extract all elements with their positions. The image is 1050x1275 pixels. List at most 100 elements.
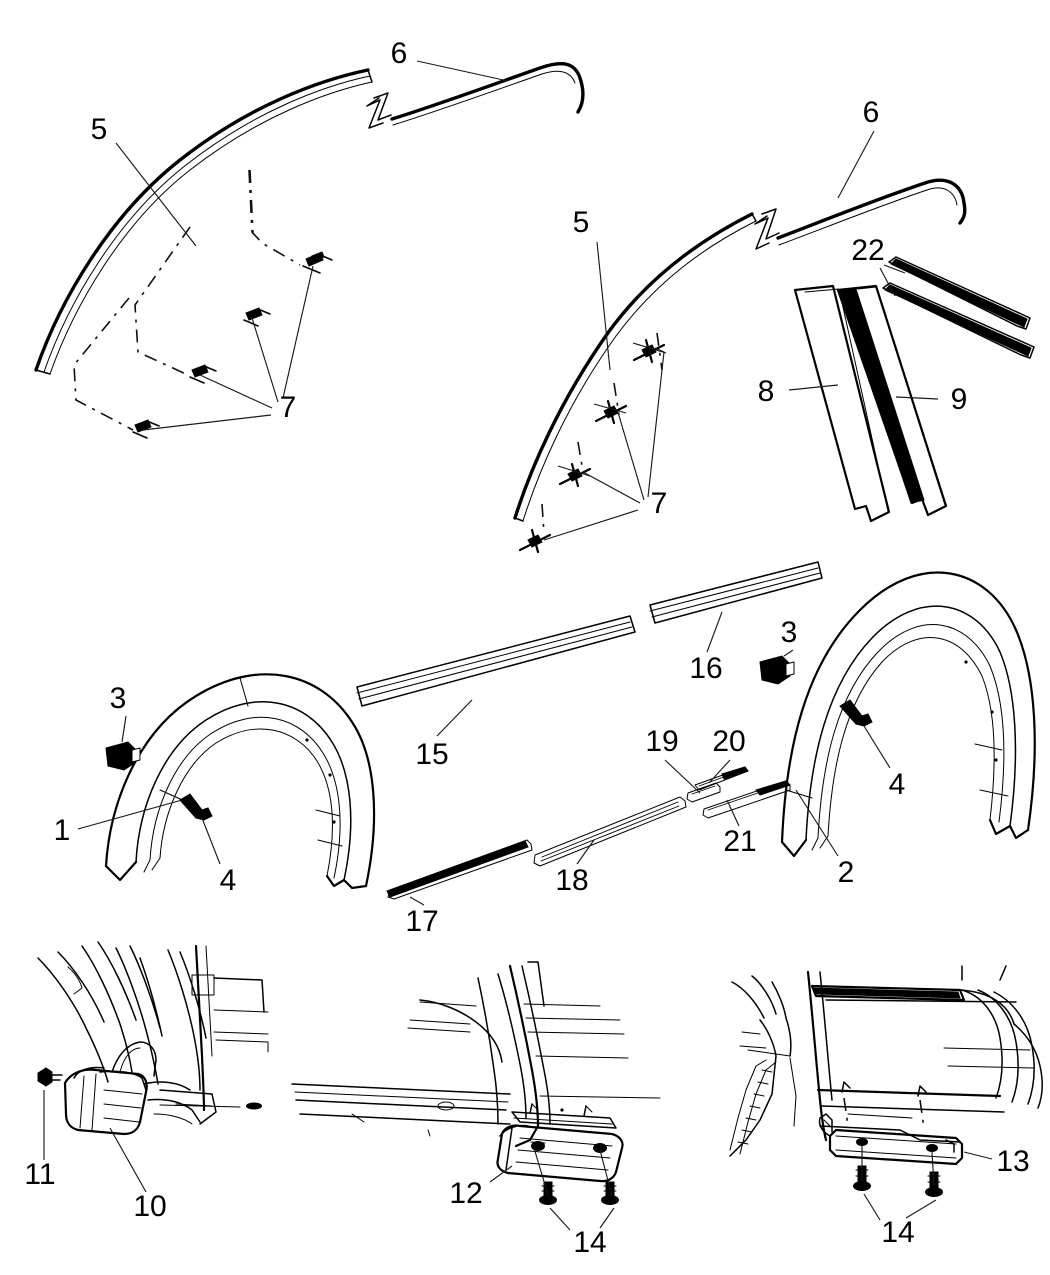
leader-4-rear [863, 725, 891, 769]
roof-molding-end-cap-front [366, 61, 585, 129]
leader-22-b [879, 267, 896, 297]
leader-6-front [416, 60, 509, 82]
leader-10 [109, 1127, 147, 1193]
leader-4-front [201, 817, 221, 865]
callout-18: 18 [555, 864, 588, 897]
leader-14-front-join-a [549, 1207, 571, 1231]
callout-22: 22 [851, 234, 884, 267]
leader-14-front-a [533, 1147, 549, 1196]
callout-6-front: 6 [391, 37, 408, 70]
callout-5-front: 5 [91, 113, 108, 146]
roof-drip-molding-rear [513, 212, 757, 522]
roof-clip-icon [132, 419, 160, 439]
rear-wheel-opening-flare [780, 571, 1036, 858]
callout-17: 17 [405, 905, 438, 938]
body-context-rear [729, 965, 1043, 1157]
rear-flare-assembly [759, 571, 1036, 858]
leader-13 [963, 1151, 993, 1160]
leader-8 [788, 384, 839, 391]
roof-molding-clip-group-front [73, 169, 333, 439]
front-splash-shield-assembly [37, 941, 269, 1193]
leader-14-rear-b [931, 1151, 935, 1187]
leader-5-rear [596, 241, 611, 371]
callout-labels: 1 2 3 3 4 4 5 5 6 6 7 7 8 9 10 11 12 13 … [24, 37, 1029, 1259]
rail-channel-upper [888, 256, 1031, 330]
sill-screw-front-a [539, 1181, 557, 1205]
callout-7-front: 7 [280, 391, 297, 424]
callout-4-front: 4 [220, 864, 237, 897]
leader-1 [77, 799, 183, 830]
pillar-applique-group [788, 256, 1035, 523]
front-sill-step-pad [496, 1124, 624, 1183]
leader-3-rear [783, 649, 794, 657]
rear-sill-plate [818, 1113, 964, 1166]
flare-push-pin-front [179, 793, 213, 821]
callout-10: 10 [133, 1190, 166, 1223]
callout-14-front: 14 [573, 1226, 606, 1259]
front-door-body-side-molding [356, 615, 636, 707]
roof-molding-assembly-rear [513, 130, 967, 554]
callout-5-rear: 5 [573, 206, 590, 239]
splash-shield-screw [37, 1067, 63, 1087]
callout-20: 20 [712, 725, 745, 758]
front-door-narrow-molding [533, 796, 687, 867]
front-wheel-opening-flare [104, 673, 376, 890]
rear-sill-assembly [729, 965, 1043, 1221]
body-context-middle [291, 961, 661, 1148]
rear-door-body-side-molding [649, 561, 823, 624]
leader-19 [664, 759, 701, 794]
callout-7-rear: 7 [651, 487, 668, 520]
leader-14-front-b [599, 1149, 613, 1197]
callout-3-front: 3 [110, 682, 127, 715]
leader-5-front [115, 142, 197, 247]
leader-18 [576, 839, 595, 865]
leader-16 [706, 611, 723, 653]
callout-9: 9 [951, 383, 968, 416]
front-splash-shield [63, 1041, 217, 1136]
leader-14-rear-join-a [863, 1193, 881, 1221]
leader-6-rear [837, 130, 875, 199]
b-pillar-applique-inner [836, 284, 948, 517]
leader-21 [726, 799, 740, 827]
rear-door-narrow-molding-short [694, 766, 749, 791]
leader-20 [708, 759, 731, 784]
flare-retainer-clip-rear [759, 655, 795, 685]
callout-13: 13 [996, 1145, 1029, 1178]
roof-clip-icon [518, 528, 552, 554]
roof-drip-molding-front [34, 68, 373, 375]
callout-14-rear: 14 [881, 1216, 914, 1249]
callout-21: 21 [723, 825, 756, 858]
front-fender-narrow-molding [386, 839, 533, 900]
roof-molding-end-cap-rear [754, 178, 967, 250]
roof-molding-assembly-front [34, 60, 585, 439]
leader-22-a [883, 264, 906, 274]
narrow-side-moldings [386, 759, 791, 906]
leader-14-rear-join-b [905, 1199, 937, 1219]
roof-molding-clip-group-rear [518, 332, 667, 554]
callout-4-rear: 4 [889, 768, 906, 801]
callout-3-rear: 3 [781, 616, 798, 649]
callout-11: 11 [24, 1158, 55, 1191]
leader-9 [895, 396, 939, 400]
callout-1: 1 [54, 814, 71, 847]
roof-clip-icon [302, 251, 333, 274]
callout-15: 15 [415, 738, 448, 771]
leader-12 [489, 1165, 513, 1183]
callout-16: 16 [689, 652, 722, 685]
front-flare-assembly [77, 673, 376, 890]
callout-6-rear: 6 [863, 96, 880, 129]
roof-clip-icon [243, 307, 271, 327]
callout-12: 12 [449, 1177, 482, 1210]
leader-2 [795, 789, 839, 857]
roof-clip-icon [189, 364, 217, 384]
callout-2: 2 [838, 856, 855, 889]
sill-screw-rear-a [853, 1165, 871, 1191]
roof-clip-icon [632, 338, 666, 364]
callout-19: 19 [645, 725, 678, 758]
leader-17 [409, 896, 425, 906]
leader-3-front [121, 715, 127, 743]
quarter-panel-narrow-molding [702, 780, 791, 819]
flare-retainer-clip-front [105, 741, 141, 771]
